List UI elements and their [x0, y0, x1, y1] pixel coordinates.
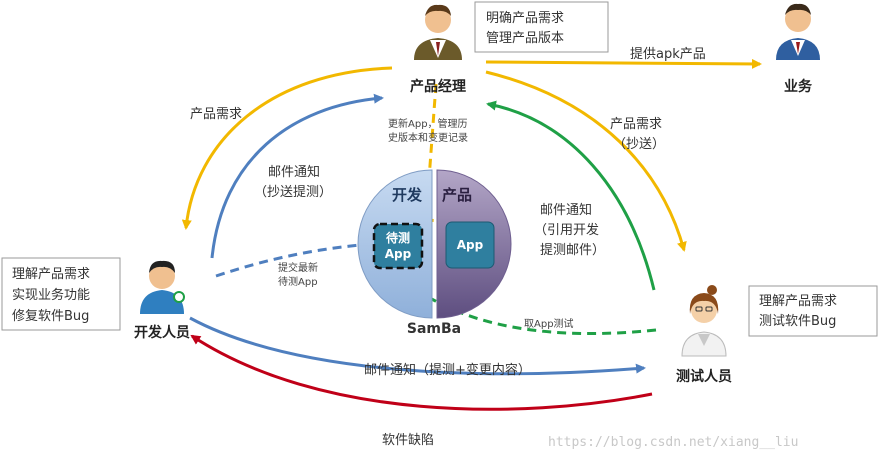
label-submit-app-1: 提交最新 [278, 261, 318, 274]
edge-pm-dev-requirement [181, 66, 393, 230]
edge-dev-pm-mail [210, 93, 384, 259]
label-submit-app-2: 待测App [278, 275, 318, 288]
role-product-manager: 产品经理 [410, 78, 466, 95]
label-update-app-1: 更新App，管理历 [388, 117, 468, 130]
pending-app-label-2: App [385, 247, 412, 261]
label-test-mail-3: 提测邮件） [540, 242, 605, 258]
test-note-box: 理解产品需求 测试软件Bug [748, 285, 878, 337]
dev-note-box: 理解产品需求 实现业务功能 修复软件Bug [1, 257, 121, 331]
edge-defect [190, 334, 653, 411]
role-developer: 开发人员 [134, 324, 190, 341]
business-icon [776, 3, 820, 60]
developer-icon [140, 260, 185, 314]
label-pm-dev-requirement: 产品需求 [190, 107, 242, 122]
samba-server: 开发 产品 待测 App App SamBa [357, 169, 512, 337]
dev-note-line-3: 修复软件Bug [12, 309, 89, 324]
label-dev-mail-1: 邮件通知 [268, 164, 320, 180]
label-dev-mail-2: （抄送提测） [254, 184, 332, 200]
pending-app-label-1: 待测 [386, 230, 410, 245]
test-note-line-2: 测试软件Bug [759, 314, 836, 329]
label-test-mail-2: （引用开发 [534, 222, 599, 238]
edge-test-pm-mail [486, 100, 656, 291]
label-dev-test-mail: 邮件通知（提测+变更内容） [364, 362, 531, 378]
pending-app-box [372, 222, 424, 270]
label-provide-apk: 提供apk产品 [630, 46, 706, 62]
tester-icon [681, 285, 727, 357]
pm-note-line-1: 明确产品需求 [486, 11, 564, 26]
pm-note-line-2: 管理产品版本 [486, 31, 564, 46]
app-label: App [457, 238, 484, 252]
role-business: 业务 [784, 78, 813, 95]
edge-pm-test-requirement [485, 70, 687, 252]
samba-left-label: 开发 [392, 186, 423, 204]
dev-note-line-1: 理解产品需求 [12, 267, 90, 282]
product-manager-icon [414, 4, 462, 60]
watermark: https://blog.csdn.net/xiang__liu [548, 435, 798, 450]
label-pm-test-requirement-1: 产品需求 [610, 117, 662, 132]
label-pm-test-requirement-2: （抄送） [613, 137, 665, 152]
samba-name: SamBa [407, 321, 461, 337]
samba-right-label: 产品 [442, 186, 472, 204]
edge-provide-apk [485, 58, 762, 69]
edge-fetch-app [410, 284, 657, 336]
pm-note-box: 明确产品需求 管理产品版本 [474, 1, 609, 53]
app-box [445, 221, 495, 269]
dev-note-line-2: 实现业务功能 [12, 287, 90, 303]
edge-dev-test-mail [189, 316, 646, 376]
label-test-mail-1: 邮件通知 [540, 202, 592, 218]
label-defect: 软件缺陷 [382, 433, 434, 448]
edge-submit-app [215, 239, 374, 278]
test-note-line-1: 理解产品需求 [759, 294, 837, 309]
role-tester: 测试人员 [676, 368, 732, 385]
label-update-app-2: 史版本和变更记录 [388, 131, 468, 144]
label-fetch-app: 取App测试 [524, 317, 574, 330]
